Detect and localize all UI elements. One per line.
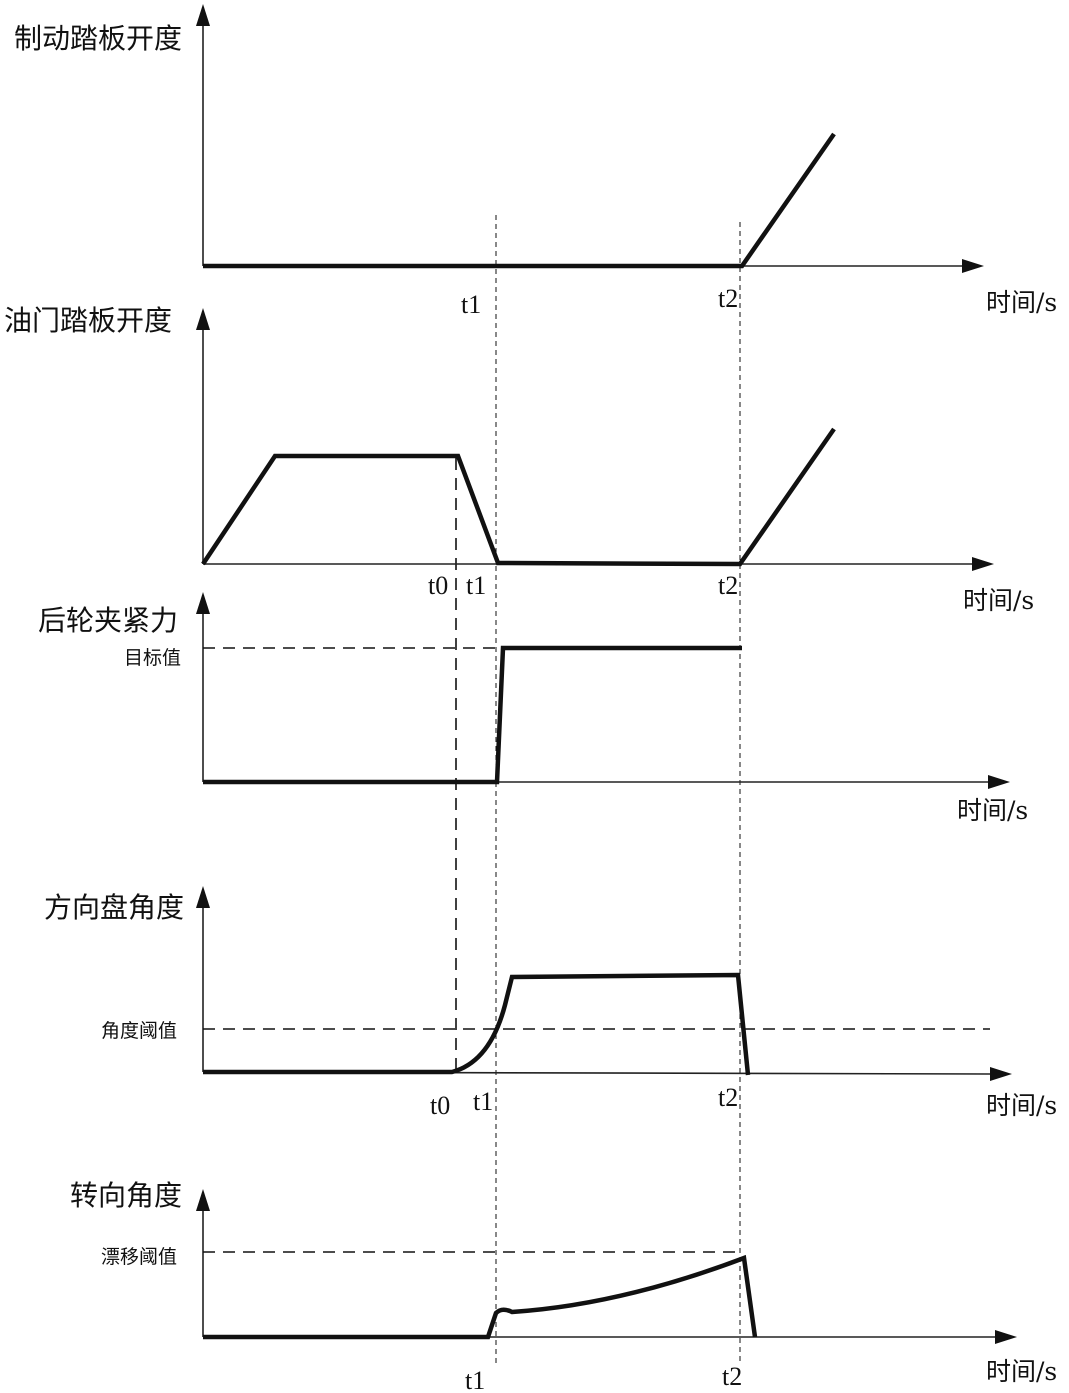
brake-y-label: 制动踏板开度 <box>14 22 182 55</box>
throttle-tick-t2: t2 <box>718 571 738 600</box>
wheel-y-arrow <box>196 886 210 908</box>
throttle-signal <box>201 427 836 567</box>
throttle-tick-t0: t0 <box>428 571 448 600</box>
clamp-x-arrow <box>988 775 1010 789</box>
throttle-tick-t1: t1 <box>466 571 486 600</box>
steer-tick-t1: t1 <box>465 1366 485 1393</box>
steer-y-label: 转向角度 <box>70 1179 182 1212</box>
clamp-signal <box>203 645 742 785</box>
wheel-tick-t2: t2 <box>718 1083 738 1112</box>
wheel-signal <box>203 972 751 1076</box>
brake-y-arrow <box>196 4 210 26</box>
wheel-tick-t0: t0 <box>430 1091 450 1120</box>
brake-tick-t1: t1 <box>461 290 481 319</box>
panel-steer-angle: 转向角度 时间/s 漂移阈值 t1 t2 <box>70 1179 1057 1393</box>
clamp-y-arrow <box>196 592 210 614</box>
panel-clamp: 后轮夹紧力 时间/s 目标值 <box>38 592 1028 825</box>
wheel-y-label: 方向盘角度 <box>44 891 184 924</box>
panel-throttle: 油门踏板开度 时间/s t0 t1 t2 <box>4 304 1034 615</box>
brake-tick-t2: t2 <box>718 284 738 313</box>
throttle-x-arrow <box>972 557 994 571</box>
clamp-ref-label: 目标值 <box>124 647 181 669</box>
wheel-x-label: 时间/s <box>986 1091 1057 1120</box>
wheel-ref-label: 角度阈值 <box>101 1020 177 1042</box>
brake-signal <box>203 132 836 269</box>
panel-brake: 制动踏板开度 时间/s t1 t2 <box>14 4 1057 319</box>
steer-signal <box>203 1254 758 1340</box>
wheel-x-arrow <box>990 1067 1012 1081</box>
wheel-tick-t1: t1 <box>473 1087 493 1116</box>
steer-x-label: 时间/s <box>986 1357 1057 1386</box>
steer-tick-t2: t2 <box>722 1362 742 1391</box>
clamp-y-label: 后轮夹紧力 <box>38 604 178 637</box>
brake-x-label: 时间/s <box>986 288 1057 317</box>
throttle-x-label: 时间/s <box>963 586 1034 615</box>
brake-x-arrow <box>962 259 984 273</box>
throttle-y-arrow <box>196 308 210 330</box>
steer-ref-label: 漂移阈值 <box>101 1246 177 1268</box>
steer-y-arrow <box>196 1189 210 1211</box>
clamp-x-label: 时间/s <box>957 796 1028 825</box>
panel-steering-wheel: 方向盘角度 时间/s 角度阈值 t0 t1 t2 <box>44 886 1057 1120</box>
steer-x-arrow <box>995 1330 1017 1344</box>
throttle-y-label: 油门踏板开度 <box>4 304 172 337</box>
